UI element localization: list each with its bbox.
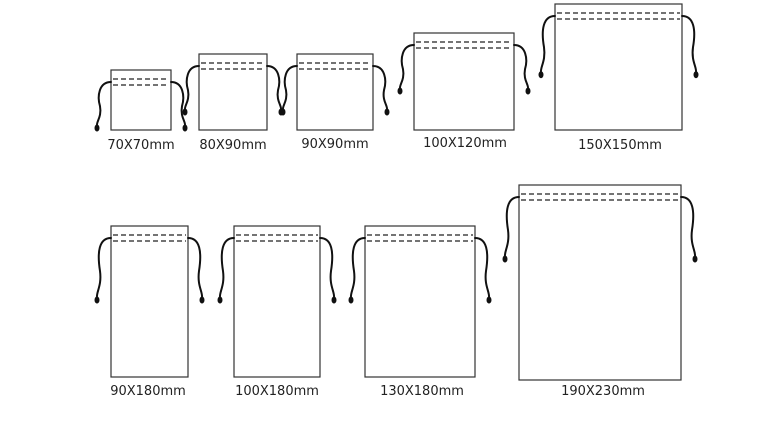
- bag-body: [110, 225, 189, 378]
- cord-knot-right: [525, 87, 531, 95]
- bag-body: [296, 53, 374, 131]
- bag-body: [518, 184, 682, 381]
- bag-size-label: 90X180mm: [110, 384, 186, 399]
- drawstring-cord-right: [319, 237, 336, 299]
- drawstring-cord-left: [95, 81, 112, 127]
- cord-knot-left: [94, 296, 100, 304]
- cord-knot-left: [280, 108, 286, 116]
- drawstring-cord-right: [474, 237, 491, 299]
- drawstring-cord-right: [170, 81, 187, 127]
- cord-knot-left: [538, 71, 544, 79]
- bag-1: 80X90mm: [182, 53, 284, 153]
- bags-layer: 70X70mm 80X90mm 90X90mm 100X120mm 150X150mm 9…: [94, 3, 699, 399]
- bag-7: 130X180mm: [348, 225, 492, 399]
- drawstring-cord-left: [281, 65, 298, 111]
- cord-knot-right: [331, 296, 337, 304]
- bag-body: [110, 69, 172, 131]
- bag-body: [198, 53, 268, 131]
- bag-body: [413, 32, 515, 131]
- cord-knot-right: [384, 108, 390, 116]
- drawstring-cord-right: [266, 65, 283, 111]
- bag-size-label: 130X180mm: [380, 384, 464, 399]
- drawstring-cord-left: [398, 44, 415, 90]
- bag-body: [364, 225, 476, 378]
- cord-knot-left: [182, 108, 188, 116]
- bag-size-label: 80X90mm: [199, 138, 266, 153]
- cord-knot-right: [693, 71, 699, 79]
- bag-size-label: 100X120mm: [423, 136, 507, 151]
- cord-knot-left: [94, 124, 100, 132]
- bag-8: 190X230mm: [502, 184, 698, 399]
- bag-size-label: 90X90mm: [301, 137, 368, 152]
- cord-knot-left: [502, 255, 508, 263]
- bag-size-label: 190X230mm: [561, 384, 645, 399]
- drawstring-cord-right: [681, 15, 698, 74]
- drawstring-cord-right: [513, 44, 530, 90]
- bag-6: 100X180mm: [217, 225, 337, 399]
- drawstring-cord-right: [372, 65, 389, 111]
- bag-5: 90X180mm: [94, 225, 205, 399]
- drawstring-cord-left: [539, 15, 556, 74]
- cord-knot-right: [199, 296, 205, 304]
- cord-knot-left: [397, 87, 403, 95]
- drawstring-cord-left: [349, 237, 366, 299]
- cord-knot-left: [217, 296, 223, 304]
- bag-0: 70X70mm: [94, 69, 188, 153]
- drawstring-cord-right: [680, 196, 697, 258]
- cord-knot-right: [182, 124, 188, 132]
- drawstring-cord-left: [95, 237, 112, 299]
- cord-knot-right: [486, 296, 492, 304]
- cord-knot-right: [692, 255, 698, 263]
- drawstring-cord-right: [187, 237, 204, 299]
- bag-size-label: 150X150mm: [578, 138, 662, 153]
- drawstring-cord-left: [503, 196, 520, 258]
- drawstring-cord-left: [183, 65, 200, 111]
- cord-knot-left: [348, 296, 354, 304]
- drawstring-cord-left: [218, 237, 235, 299]
- bag-2: 90X90mm: [280, 53, 390, 152]
- bag-3: 100X120mm: [397, 32, 531, 151]
- bag-size-label: 100X180mm: [235, 384, 319, 399]
- bag-body: [554, 3, 683, 131]
- bag-body: [233, 225, 321, 378]
- bag-size-label: 70X70mm: [107, 138, 174, 153]
- bag-4: 150X150mm: [538, 3, 699, 153]
